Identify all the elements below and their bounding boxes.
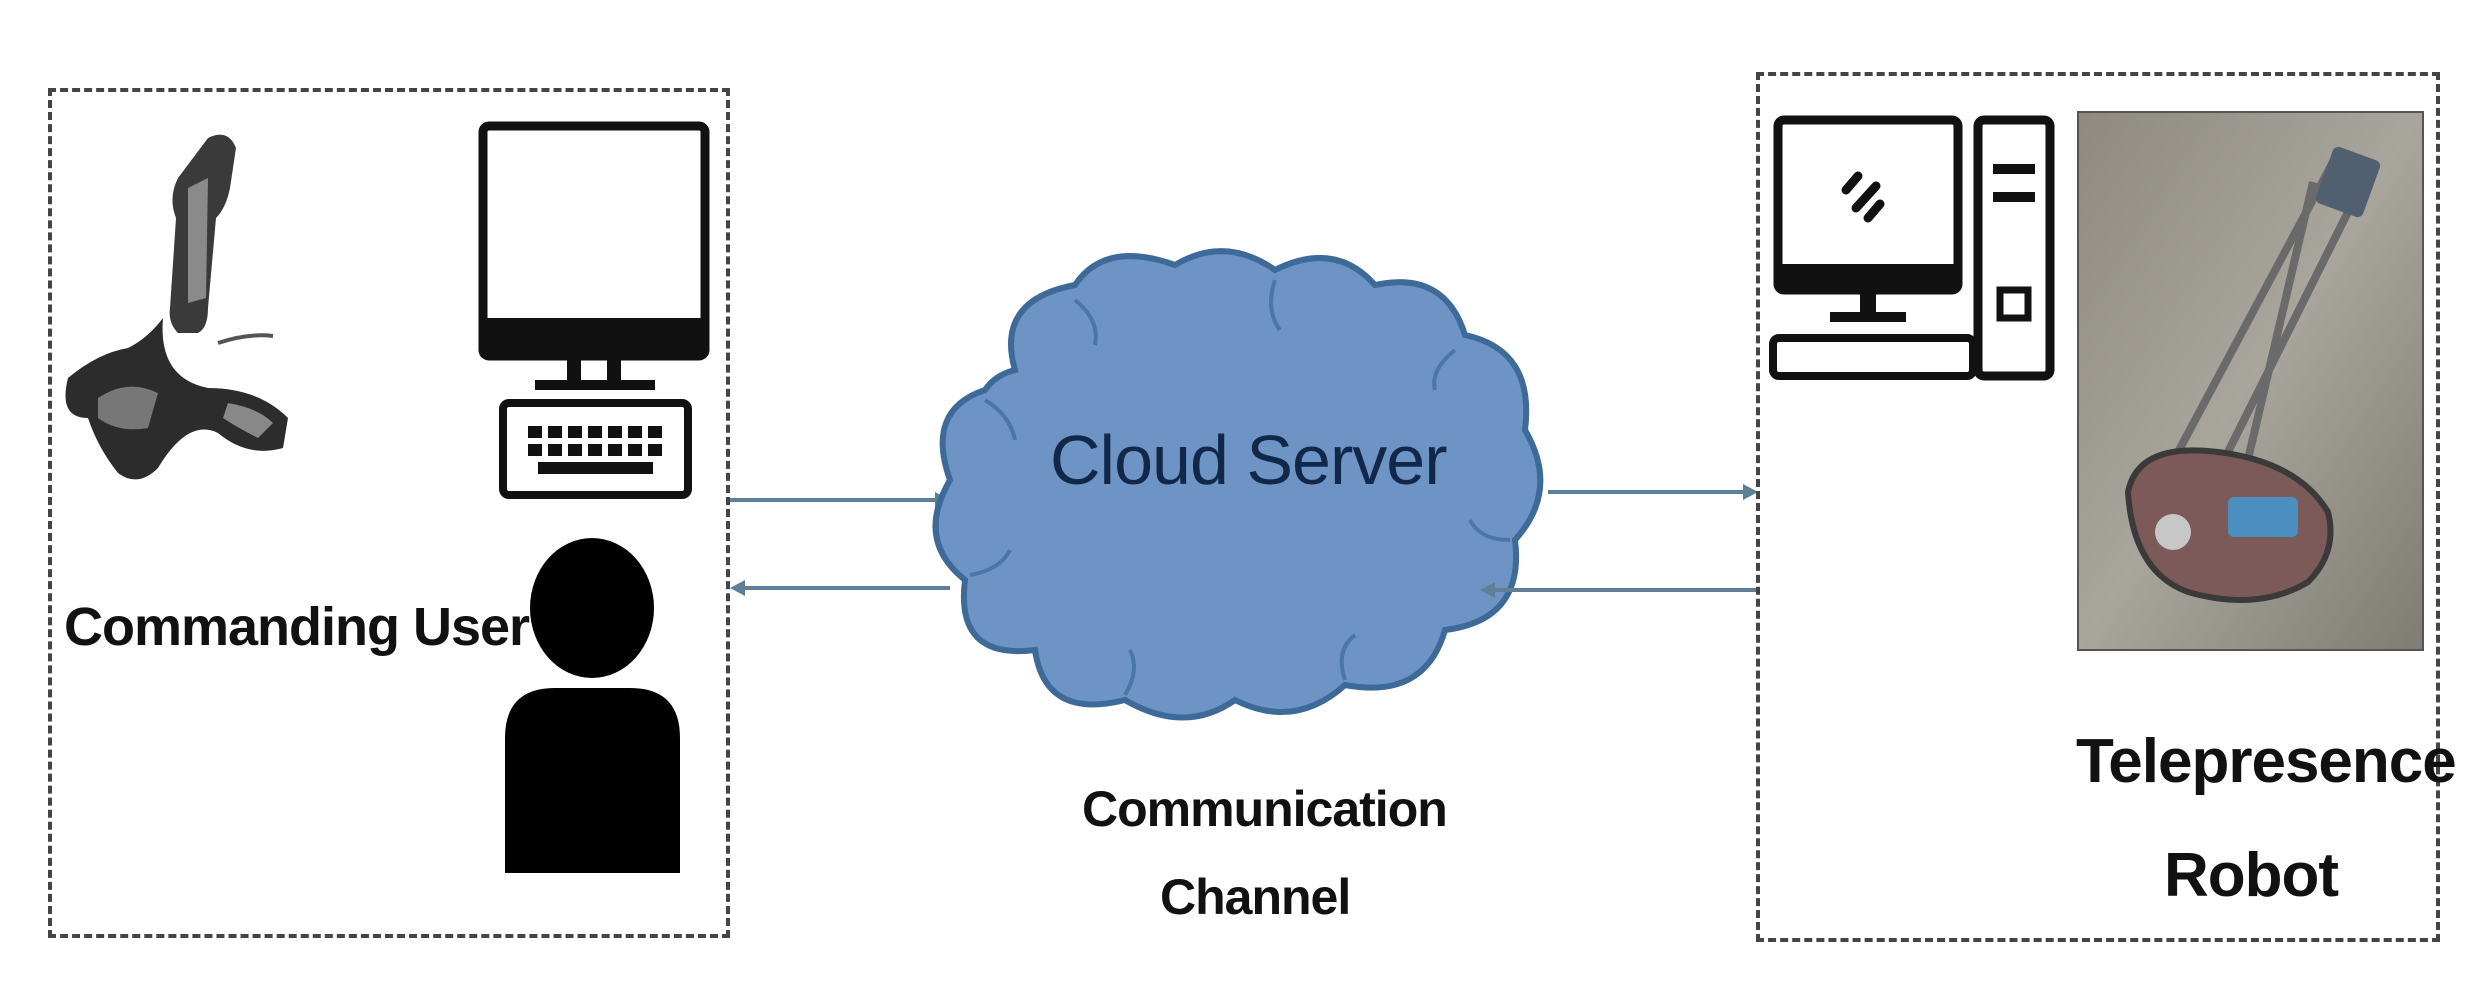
arrow-user-to-cloud bbox=[730, 492, 950, 508]
computer-monitor-icon bbox=[478, 121, 710, 390]
telepresence-label: Telepresence bbox=[2076, 727, 2457, 796]
communication-label: Communication bbox=[1082, 781, 1448, 837]
commanding-user-label: Commanding User bbox=[64, 597, 530, 657]
cloud-server-label: Cloud Server bbox=[1050, 421, 1448, 499]
user-icon bbox=[505, 538, 680, 873]
arrow-cloud-to-user bbox=[730, 580, 950, 596]
cloud-shape bbox=[932, 248, 1544, 721]
robot-label: Robot bbox=[2164, 841, 2339, 910]
keyboard-icon bbox=[499, 399, 692, 499]
robot-photo bbox=[2077, 111, 2424, 651]
desktop-pc-icon bbox=[1769, 115, 2055, 381]
channel-label: Channel bbox=[1160, 869, 1351, 925]
commanding-user-panel bbox=[48, 88, 730, 938]
arrow-robot-to-cloud bbox=[1480, 582, 1758, 598]
arrow-cloud-to-robot bbox=[1548, 484, 1758, 500]
telepresence-robot-panel bbox=[1756, 72, 2440, 942]
joystick-icon bbox=[65, 134, 288, 480]
